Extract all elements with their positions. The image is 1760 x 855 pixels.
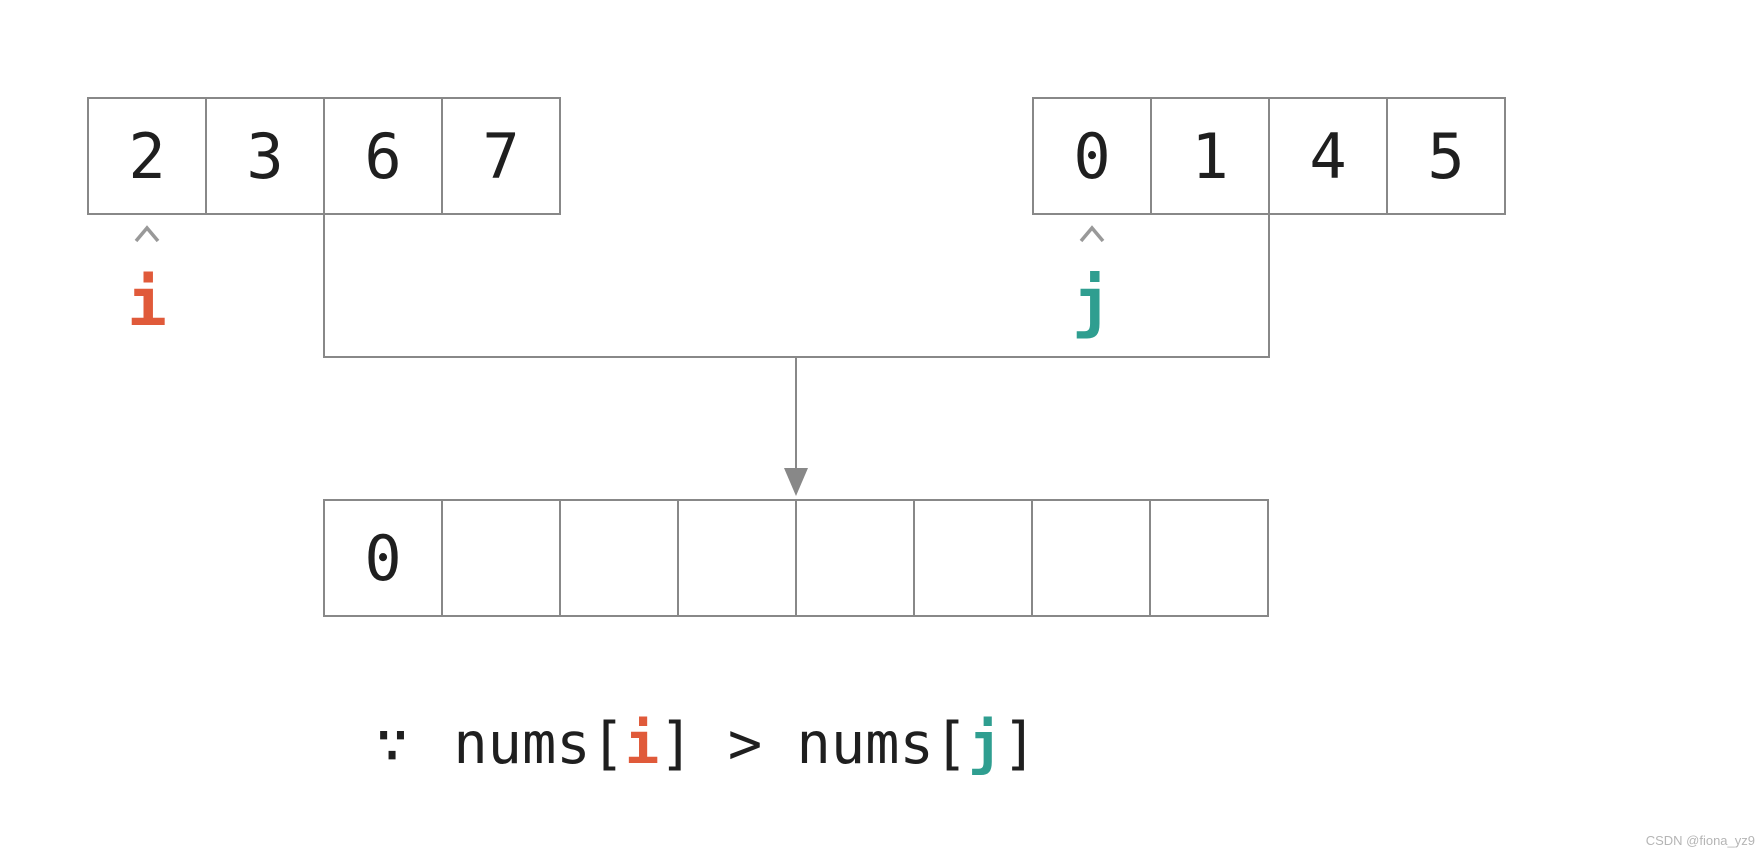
array-cell xyxy=(559,499,679,617)
array-cell: 2 xyxy=(87,97,207,215)
caption-text: ] xyxy=(1002,711,1037,777)
caption-pointer-i: i xyxy=(624,711,660,777)
arrow-down-icon xyxy=(784,468,808,496)
left-drop-line xyxy=(323,215,325,358)
caption-formula: ∵ nums[i] > nums[j] xyxy=(375,711,1037,778)
merged-array: 0 xyxy=(323,499,1269,617)
pointer-i-label: i xyxy=(127,264,167,341)
caption-pointer-j: j xyxy=(968,711,1003,777)
caret-up-icon xyxy=(134,225,160,243)
pointer-j-label: j xyxy=(1072,264,1112,341)
merge-arrow-stem xyxy=(795,358,797,470)
array-cell: 7 xyxy=(441,97,561,215)
array-cell: 6 xyxy=(323,97,443,215)
array-cell: 5 xyxy=(1386,97,1506,215)
caption-text: nums[ xyxy=(453,711,625,777)
left-subarray: 2 3 6 7 xyxy=(87,97,561,215)
array-cell xyxy=(441,499,561,617)
array-cell xyxy=(913,499,1033,617)
cross-line xyxy=(323,356,1270,358)
array-cell xyxy=(1031,499,1151,617)
array-cell: 3 xyxy=(205,97,325,215)
because-symbol: ∵ xyxy=(375,711,410,777)
array-cell xyxy=(795,499,915,617)
caption-text: ] > nums[ xyxy=(659,711,969,777)
array-cell xyxy=(677,499,797,617)
watermark: CSDN @fiona_yz9 xyxy=(1645,833,1755,848)
array-cell: 0 xyxy=(323,499,443,617)
caret-up-icon xyxy=(1079,225,1105,243)
array-cell xyxy=(1149,499,1269,617)
array-cell: 1 xyxy=(1150,97,1270,215)
right-subarray: 0 1 4 5 xyxy=(1032,97,1506,215)
right-drop-line xyxy=(1268,215,1270,358)
array-cell: 0 xyxy=(1032,97,1152,215)
array-cell: 4 xyxy=(1268,97,1388,215)
